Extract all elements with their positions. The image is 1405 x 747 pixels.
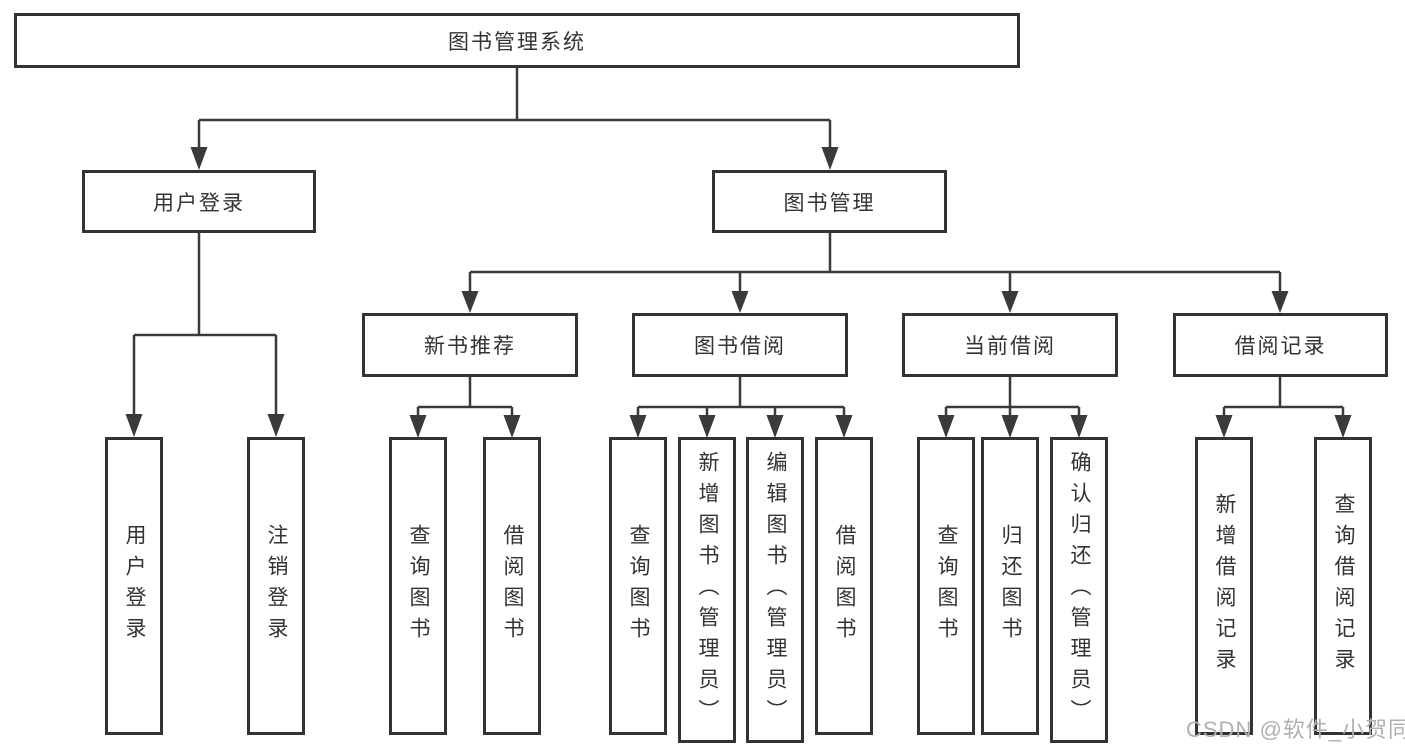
arrowhead-icon [190, 147, 208, 170]
arrowhead-icon [125, 414, 143, 437]
node-label: 图书管理 [783, 191, 876, 215]
leaf-confirm-return-admin: 确认归还（管理员） [1050, 437, 1108, 743]
connector-path [197, 68, 832, 149]
node-label: 查询图书 [627, 524, 650, 648]
node-book-borrow: 图书借阅 [632, 313, 848, 377]
node-label: 查询图书 [407, 524, 430, 648]
csdn-watermark: CSDN @软件_小贺同学 [1186, 717, 1405, 742]
node-user-login: 用户登录 [82, 170, 316, 233]
node-label: 图书借阅 [694, 335, 786, 358]
node-label: 用户登录 [123, 524, 146, 648]
arrowhead-icon [1001, 415, 1019, 438]
node-label: 编辑图书（管理员） [764, 450, 787, 730]
connector-new-book-recommend-to-leaves [409, 377, 521, 438]
arrowhead-icon [1271, 291, 1289, 313]
leaf-query-borrow-record: 查询借阅记录 [1314, 437, 1372, 735]
node-label: 查询图书 [935, 524, 958, 648]
connector-path [944, 377, 1081, 417]
connector-path [636, 377, 846, 417]
arrowhead-icon [937, 415, 955, 438]
node-label: 用户登录 [153, 191, 245, 215]
connector-user-login-to-leaves [125, 233, 285, 437]
arrowhead-icon [461, 291, 479, 313]
leaf-borrow-books-recommend: 借阅图书 [483, 437, 541, 735]
node-label: 新增借阅记录 [1213, 493, 1236, 679]
leaf-return-books: 归还图书 [981, 437, 1039, 735]
node-label: 注销登录 [265, 524, 288, 648]
node-label: 查询借阅记录 [1332, 493, 1355, 679]
node-new-book-recommend: 新书推荐 [362, 313, 578, 377]
connector-path [132, 233, 278, 416]
node-current-borrow: 当前借阅 [902, 313, 1118, 377]
leaf-add-borrow-record: 新增借阅记录 [1195, 437, 1253, 735]
arrowhead-icon [409, 415, 427, 438]
arrowhead-icon [835, 415, 853, 438]
leaf-borrow-books-borrow: 借阅图书 [815, 437, 873, 735]
connector-current-borrow-to-leaves [937, 377, 1088, 438]
node-label: 归还图书 [999, 524, 1022, 648]
arrowhead-icon [731, 291, 749, 313]
connector-path [468, 233, 1282, 293]
arrowhead-icon [698, 415, 716, 438]
connector-path [416, 377, 514, 417]
leaf-query-books-current: 查询图书 [917, 437, 975, 735]
arrowhead-icon [1334, 415, 1352, 438]
arrowhead-icon [1070, 415, 1088, 438]
connector-book-borrow-to-leaves [629, 377, 853, 438]
node-label: 借阅记录 [1234, 335, 1327, 358]
connector-book-management-to-level3 [461, 233, 1289, 313]
connector-borrow-records-to-leaves [1215, 377, 1352, 438]
root-node-library-management-system: 图书管理系统 [14, 13, 1020, 68]
arrowhead-icon [1001, 291, 1019, 313]
node-label: 新书推荐 [424, 335, 516, 358]
arrowhead-icon [766, 415, 784, 438]
connector-root-to-level2 [190, 68, 839, 170]
node-label: 确认归还（管理员） [1068, 450, 1091, 730]
leaf-user-login: 用户登录 [105, 437, 163, 735]
leaf-edit-book-admin: 编辑图书（管理员） [746, 437, 804, 743]
connector-path [1222, 377, 1345, 417]
node-label: 借阅图书 [833, 524, 856, 648]
node-label: 借阅图书 [501, 524, 524, 648]
arrowhead-icon [1215, 415, 1233, 438]
node-label: 当前借阅 [964, 335, 1056, 358]
node-label: 新增图书（管理员） [696, 450, 719, 730]
leaf-add-book-admin: 新增图书（管理员） [678, 437, 736, 743]
arrowhead-icon [503, 415, 521, 438]
node-label: 图书管理系统 [448, 30, 586, 54]
leaf-query-books-borrow: 查询图书 [609, 437, 667, 735]
arrowhead-icon [821, 147, 839, 170]
node-borrow-records: 借阅记录 [1173, 313, 1388, 377]
leaf-query-books-recommend: 查询图书 [389, 437, 447, 735]
leaf-logout-login: 注销登录 [247, 437, 305, 735]
arrowhead-icon [267, 414, 285, 437]
node-book-management: 图书管理 [712, 170, 947, 233]
arrowhead-icon [629, 415, 647, 438]
